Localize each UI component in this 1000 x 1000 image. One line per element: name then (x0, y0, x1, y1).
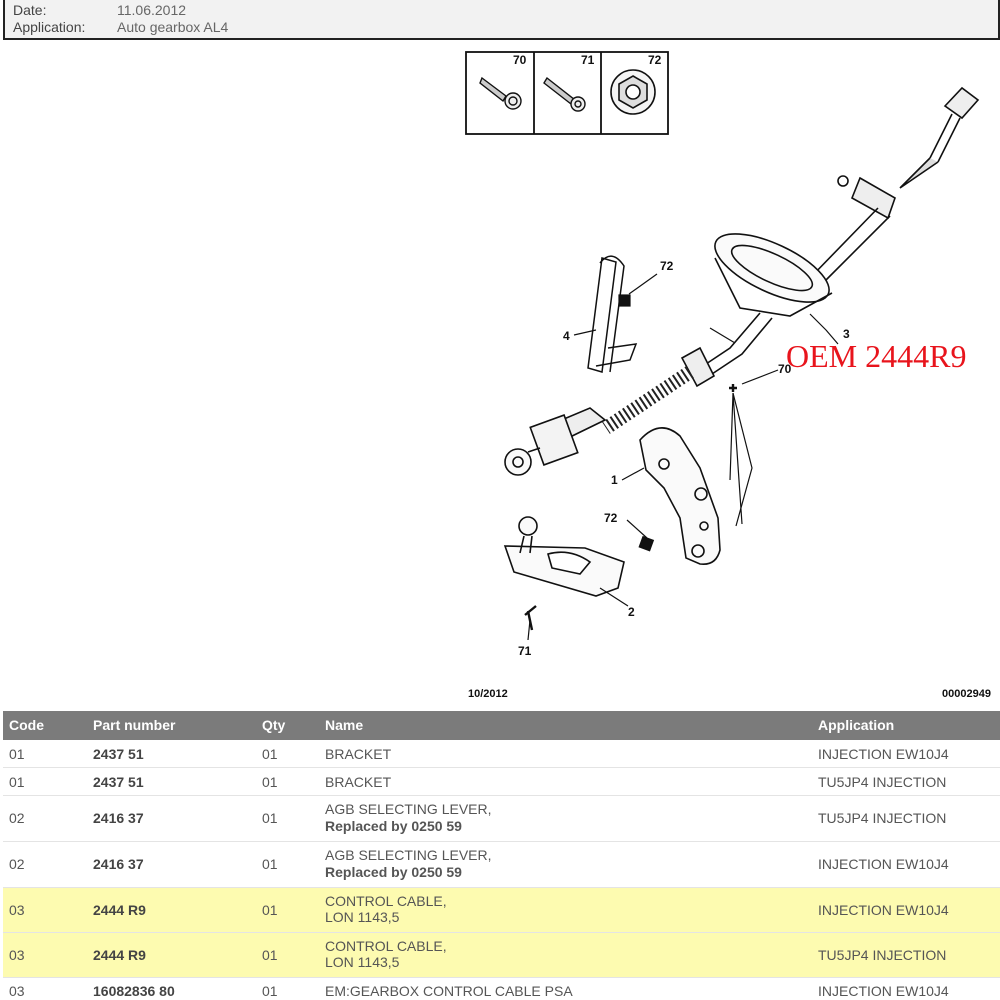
cell-qty: 01 (262, 810, 278, 826)
diagram-reference: 00002949 (942, 688, 991, 700)
date-value: 11.06.2012 (117, 2, 187, 18)
parts-diagram-drawing: 70 71 72 (465, 51, 980, 658)
header-qty[interactable]: Qty (262, 717, 286, 733)
cell-part-number[interactable]: 2416 37 (93, 856, 144, 872)
cell-part-number[interactable]: 2437 51 (93, 746, 144, 762)
bolt-70-icon (479, 76, 522, 110)
callout-3: 3 (843, 327, 850, 341)
legend-label-72: 72 (648, 53, 662, 67)
table-row[interactable]: 02 2416 37 01 AGB SELECTING LEVER, Repla… (3, 842, 1000, 888)
cell-qty: 01 (262, 746, 278, 762)
table-row[interactable]: 01 2437 51 01 BRACKET INJECTION EW10J4 (3, 740, 1000, 768)
cell-application: TU5JP4 INJECTION (818, 810, 947, 826)
cell-name: EM:GEARBOX CONTROL CABLE PSA (325, 983, 573, 999)
cell-name: CONTROL CABLE, (325, 938, 447, 954)
callout-72-upper: 72 (660, 259, 674, 273)
cell-name-note: LON 1143,5 (325, 909, 400, 925)
bolt-71-icon (543, 76, 586, 112)
table-row[interactable]: 02 2416 37 01 AGB SELECTING LEVER, Repla… (3, 796, 1000, 842)
control-cable-drawing (504, 86, 980, 476)
lever-2-drawing (503, 516, 625, 597)
callout-71: 71 (518, 644, 532, 658)
cell-code: 02 (9, 810, 25, 826)
cell-part-number[interactable]: 2416 37 (93, 810, 144, 826)
legend-label-70: 70 (513, 53, 527, 67)
callout-70: 70 (778, 362, 792, 376)
oem-label: OEM 2444R9 (786, 338, 967, 374)
application-value: Auto gearbox AL4 (117, 19, 229, 35)
header-code[interactable]: Code (9, 717, 44, 733)
callout-1: 1 (611, 473, 618, 487)
cell-code: 03 (9, 947, 25, 963)
cell-code: 02 (9, 856, 25, 872)
cell-code: 01 (9, 746, 25, 762)
legend-label-71: 71 (581, 53, 595, 67)
cell-name: BRACKET (325, 774, 392, 790)
parts-diagram: 70 71 72 (0, 48, 1000, 710)
cell-qty: 01 (262, 947, 278, 963)
table-row[interactable]: 01 2437 51 01 BRACKET TU5JP4 INJECTION (3, 768, 1000, 796)
nut-72-icon (610, 69, 656, 115)
date-label: Date: (13, 2, 47, 18)
cell-code: 03 (9, 983, 25, 999)
table-row-highlighted[interactable]: 03 2444 R9 01 CONTROL CABLE, LON 1143,5 … (3, 888, 1000, 933)
bracket-1-drawing (639, 427, 721, 566)
fastener-legend (465, 51, 669, 135)
cell-name-note: Replaced by 0250 59 (325, 864, 462, 880)
cell-application: TU5JP4 INJECTION (818, 774, 947, 790)
cell-application: INJECTION EW10J4 (818, 856, 949, 872)
header-application[interactable]: Application (818, 717, 895, 733)
cell-application: INJECTION EW10J4 (818, 902, 949, 918)
cell-name: AGB SELECTING LEVER, (325, 847, 492, 863)
cell-part-number[interactable]: 2444 R9 (93, 902, 146, 918)
cell-qty: 01 (262, 856, 278, 872)
header-part-number[interactable]: Part number (93, 717, 176, 733)
callout-72-lower: 72 (604, 511, 618, 525)
cell-application: INJECTION EW10J4 (818, 746, 949, 762)
table-row[interactable]: 03 16082836 80 01 EM:GEARBOX CONTROL CAB… (3, 978, 1000, 1000)
header-name[interactable]: Name (325, 717, 364, 733)
application-label: Application: (13, 19, 86, 35)
cell-application: TU5JP4 INJECTION (818, 947, 947, 963)
cell-name-note: Replaced by 0250 59 (325, 818, 462, 834)
diagram-date: 10/2012 (468, 688, 508, 700)
cell-name-note: LON 1143,5 (325, 954, 400, 970)
leader-lines (524, 273, 839, 641)
application-row: Application: Auto gearbox AL4 (13, 19, 228, 35)
cell-name: AGB SELECTING LEVER, (325, 801, 492, 817)
cell-part-number[interactable]: 2437 51 (93, 774, 144, 790)
cell-application: INJECTION EW10J4 (818, 983, 949, 999)
callout-2: 2 (628, 605, 635, 619)
cell-name: CONTROL CABLE, (325, 893, 447, 909)
cell-name: BRACKET (325, 746, 392, 762)
cell-code: 03 (9, 902, 25, 918)
parts-table: Code Part number Qty Name Application 01… (3, 711, 1000, 1000)
cell-part-number[interactable]: 2444 R9 (93, 947, 146, 963)
date-row: Date: 11.06.2012 (13, 2, 186, 18)
cell-qty: 01 (262, 774, 278, 790)
callout-4: 4 (563, 329, 570, 343)
table-row-highlighted[interactable]: 03 2444 R9 01 CONTROL CABLE, LON 1143,5 … (3, 933, 1000, 978)
cell-code: 01 (9, 774, 25, 790)
info-header: Date: 11.06.2012 Application: Auto gearb… (3, 0, 1000, 40)
clip-4-drawing (587, 255, 638, 373)
cell-qty: 01 (262, 902, 278, 918)
cell-part-number[interactable]: 16082836 80 (93, 983, 175, 999)
table-header: Code Part number Qty Name Application (3, 711, 1000, 740)
cell-qty: 01 (262, 983, 278, 999)
